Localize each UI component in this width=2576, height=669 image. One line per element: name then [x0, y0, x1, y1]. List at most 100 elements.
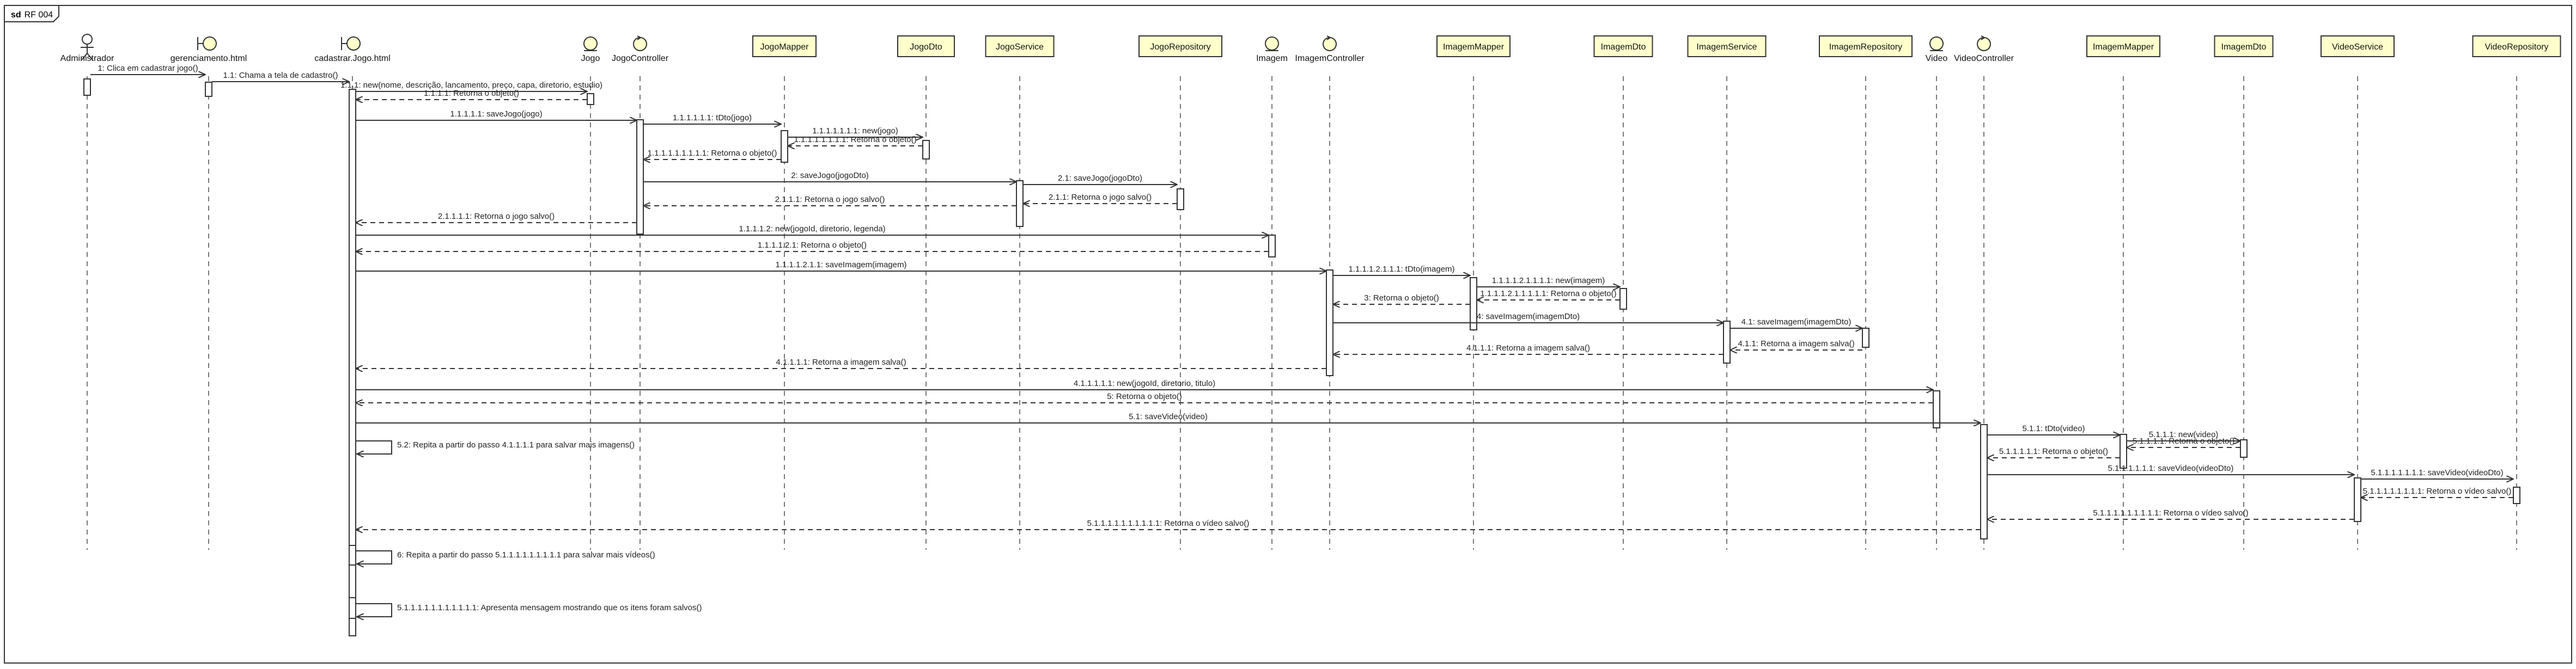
class-box-jsvc	[985, 35, 1055, 57]
participant-label: JogoMapper	[760, 42, 809, 52]
participant-img: Imagem	[1256, 36, 1288, 63]
activation-bar-jsvc	[1016, 180, 1024, 227]
message-label: 5.1.1.1.1.1.1.1.1.1: Retorna o vídeo sal…	[2093, 508, 2248, 518]
message-label: 5.1.1.1.1: Retorna o objeto()	[2133, 437, 2235, 446]
message-label: 4.1.1: Retorna a imagem salva()	[1738, 339, 1854, 348]
participant-jsvc: JogoService	[985, 35, 1055, 57]
message-label: 5.1.1.1.1.1: Retorna o objeto()	[1999, 447, 2108, 456]
message-call: 5.1.1.1.1.1.1.1: saveVideo(videoDto)	[2361, 468, 2513, 479]
message-label: 1.1.1.1.2.1.1.1: tDto(imagem)	[1348, 265, 1454, 274]
message-label: 1.1.1.1.1.1.1.1: Retorna o objeto()	[794, 135, 916, 144]
activation-bar-vrep	[2513, 487, 2520, 504]
message-label: 1.1.1.1.2.1.1: saveImagem(imagem)	[776, 260, 907, 269]
participant-label: Jogo	[581, 54, 600, 63]
participant-label: ImagemController	[1295, 54, 1365, 63]
message-call: 1.1.1.1.1.1: tDto(jogo)	[643, 113, 781, 124]
participant-vsvc: VideoService	[2321, 35, 2395, 57]
self-message-arrow	[356, 603, 392, 617]
message-call: 5.1.1.1: new(video)	[2127, 430, 2240, 441]
message-label: 1.1.1.1.2.1: Retorna o objeto()	[758, 241, 867, 250]
message-return: 2.1.1.1.1: Retorna o jogo salvo()	[356, 212, 637, 223]
message-return: 2.1.1: Retorna o jogo salvo()	[1023, 193, 1177, 204]
participant-adm: Administrador	[60, 34, 114, 63]
boundary-icon	[341, 36, 361, 51]
message-label: 5: Retorna o objeto()	[1107, 392, 1182, 401]
message-label: 5.1.1.1.1.1.1.1.1.1.1.1: Apresenta mensa…	[397, 603, 702, 612]
participant-jctl: JogoController	[612, 35, 669, 63]
participant-heads-layer: Administrador gerenciamento.html cadastrar…	[60, 34, 2561, 63]
message-label: 5.1.1.1.1.1.1.1.1.1.1: Retorna o vídeo s…	[1087, 519, 1250, 528]
message-call: 1.1: Chama a tela de cadastro()	[212, 71, 349, 82]
participant-label: VideoRepository	[2484, 42, 2548, 52]
activation-bar-imap	[1470, 277, 1477, 330]
message-label: 4.1.1.1.1.1: new(jogoId, diretorio, titu…	[1074, 379, 1215, 388]
message-call: 1.1.1.1.1.1.1: new(jogo)	[788, 126, 923, 137]
activation-bar-irep	[1862, 328, 1869, 348]
activation-bar-vdto	[2240, 439, 2248, 458]
participant-label: JogoRepository	[1150, 42, 1210, 52]
message-self: 5.2: Repita a partir do passo 4.1.1.1.1 …	[356, 440, 635, 454]
participant-label: VideoController	[1954, 54, 2014, 63]
participant-jmap: JogoMapper	[752, 35, 817, 57]
activation-bar-vsvc	[2354, 477, 2361, 522]
message-label: 1.1.1: new(nome, descrição, lancamento, …	[340, 81, 602, 90]
class-box-jrep	[1138, 35, 1222, 57]
message-label: 1.1.1.1.1.1.1.1.1: Retorna o objeto()	[648, 149, 777, 158]
activation-bar-vmap	[2120, 434, 2127, 469]
class-box-irep	[1819, 35, 1913, 57]
class-box-imap	[1436, 35, 1511, 57]
entity-icon	[1265, 36, 1279, 51]
participant-ger: gerenciamento.html	[170, 36, 247, 63]
entity-icon	[1929, 36, 1944, 51]
message-self: 6: Repita a partir do passo 5.1.1.1.1.1.…	[356, 550, 655, 564]
activation-bar-adm	[83, 78, 91, 96]
messages-layer: 1: Clica em cadastrar jogo()1.1: Chama a…	[90, 64, 2513, 617]
message-label: 5.1.1.1.1.1.1: saveVideo(videoDto)	[2108, 464, 2234, 473]
participant-ictl: ImagemController	[1295, 35, 1365, 63]
message-return: 5.1.1.1.1.1.1.1.1: Retorna o vídeo salvo…	[2361, 487, 2513, 498]
class-box-isvc	[1687, 35, 1767, 57]
message-return: 1.1.1.1: Retorna o objeto()	[356, 89, 587, 100]
message-call: 1.1.1.1.2.1.1.1.1: new(imagem)	[1477, 276, 1620, 287]
message-label: 2.1.1.1: Retorna o jogo salvo()	[775, 195, 885, 204]
message-call: 1.1.1.1.2.1.1.1: tDto(imagem)	[1333, 265, 1470, 275]
participant-imap: ImagemMapper	[1436, 35, 1511, 57]
message-label: 4.1.1.1.1: Retorna a imagem salva()	[776, 358, 906, 367]
participant-isvc: ImagemService	[1687, 35, 1767, 57]
participant-label: ImagemService	[1696, 42, 1757, 52]
boundary-icon	[197, 36, 217, 51]
participant-cad: cadastrar.Jogo.html	[314, 36, 391, 63]
class-box-vdto	[2214, 35, 2274, 57]
message-return: 4.1.1.1.1: Retorna a imagem salva()	[356, 358, 1326, 369]
message-label: 4: saveImagem(imagemDto)	[1477, 312, 1580, 321]
message-label: 5.1.1.1.1.1.1.1.1: Retorna o vídeo salvo…	[2363, 487, 2512, 496]
message-return: 5.1.1.1.1.1.1.1.1.1: Retorna o vídeo sal…	[1987, 508, 2354, 519]
message-label: 1.1.1.1.2.1.1.1.1: new(imagem)	[1492, 276, 1605, 285]
message-label: 1.1.1.1.1.1: tDto(jogo)	[673, 113, 752, 122]
class-box-vmap	[2086, 35, 2160, 57]
message-label: 2.1: saveJogo(jogoDto)	[1058, 174, 1142, 183]
participant-label: Imagem	[1256, 54, 1288, 63]
message-label: 1.1.1.1.1: saveJogo(jogo)	[450, 109, 542, 119]
message-label: 1.1.1.1.2.1.1.1.1.1: Retorna o objeto()	[1480, 289, 1616, 298]
message-call: 4.1: saveImagem(imagemDto)	[1730, 317, 1862, 328]
participant-label: ImagemDto	[2221, 42, 2267, 52]
participant-label: cadastrar.Jogo.html	[314, 54, 391, 63]
activation-bar-jctl	[636, 119, 644, 235]
participant-label: ImagemRepository	[1829, 42, 1902, 52]
message-label: 3: Retorna o objeto()	[1364, 293, 1439, 303]
message-return: 3: Retorna o objeto()	[1333, 293, 1470, 304]
activation-bar-ger	[205, 82, 212, 97]
message-label: 5.1: saveVideo(video)	[1129, 412, 1208, 421]
activation-bar-vid	[1933, 390, 1940, 428]
participant-label: ImagemDto	[1601, 42, 1646, 52]
message-label: 4.1.1.1: Retorna a imagem salva()	[1466, 343, 1590, 353]
message-return: 1.1.1.1.1.1.1.1: Retorna o objeto()	[788, 135, 923, 146]
message-call: 1.1.1.1.1: saveJogo(jogo)	[356, 109, 637, 120]
participant-jrep: JogoRepository	[1138, 35, 1222, 57]
participant-label: VideoService	[2332, 42, 2383, 52]
activation-bar-img	[1268, 235, 1276, 257]
message-label: 5.1.1.1.1.1.1.1: saveVideo(videoDto)	[2371, 468, 2503, 477]
